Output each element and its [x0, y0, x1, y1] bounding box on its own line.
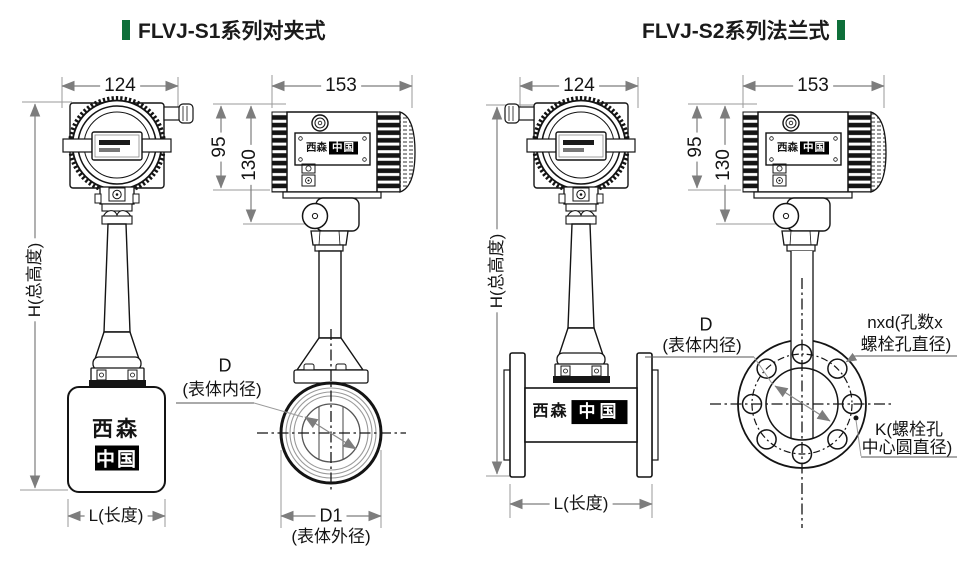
- s2-label-k-line1: K(螺栓孔: [875, 420, 943, 440]
- title-s1-text: FLVJ-S1系列对夹式: [138, 20, 326, 43]
- s2-nameplate-logo-plain: 西森: [777, 141, 798, 154]
- s2-dim-95: 95: [685, 132, 706, 162]
- s2-label-nxd-line1: nxd(孔数x: [867, 313, 943, 333]
- green-bar-icon: [122, 20, 130, 40]
- s1-label-d: D: [218, 355, 232, 376]
- s2-label-nxd-line2: 螺栓孔直径): [860, 335, 952, 355]
- s1-body-logo-plain: 西森: [92, 416, 140, 441]
- title-s2-text: FLVJ-S2系列法兰式: [642, 20, 830, 43]
- s1-length-dim: L(长度): [84, 507, 148, 525]
- s2-length-dim: L(长度): [549, 495, 613, 513]
- s2-display-window: [555, 131, 607, 161]
- s1-dim-95: 95: [209, 132, 230, 162]
- s2-label-d-sub: (表体内径): [662, 336, 742, 356]
- s2-front-width-dim: 124: [559, 76, 599, 96]
- s2-label-d: D: [699, 314, 713, 335]
- s1-dim-130: 130: [239, 145, 260, 185]
- s1-total-height-dim: H(总高度): [25, 238, 44, 322]
- title-s1-series: FLVJ-S1系列对夹式: [122, 15, 325, 45]
- s1-wafer-body: [67, 386, 166, 493]
- s1-label-d-sub: (表体内径): [182, 380, 262, 400]
- s1-side-device: [176, 111, 416, 493]
- s2-nameplate-logo-boxed: 中国: [800, 141, 829, 155]
- s2-pipe-logo-boxed: 中国: [571, 400, 628, 424]
- s1-nameplate-logo-boxed: 中国: [329, 141, 358, 155]
- s1-label-d1: D1: [315, 506, 347, 526]
- s2-side-width-dim: 153: [793, 76, 833, 96]
- s1-display-window: [91, 131, 143, 161]
- s2-label-k-line2: 中心圆直径): [861, 438, 953, 458]
- s1-label-d1-sub: (表体外径): [291, 527, 371, 547]
- s1-nameplate-logo-plain: 西森: [306, 141, 327, 154]
- s2-total-height-dim: H(总高度): [487, 229, 506, 313]
- s2-side-device: [645, 111, 957, 528]
- s1-nameplate-logo: 西森 中国: [306, 141, 358, 155]
- green-bar-icon: [837, 20, 846, 40]
- s2-right-flange: [636, 352, 653, 478]
- s1-body-logo-boxed: 中国: [95, 445, 139, 471]
- s2-dim-130: 130: [713, 145, 734, 185]
- s1-side-width-dim: 153: [321, 76, 361, 96]
- s2-pipe-logo: 西森 中国: [532, 400, 628, 424]
- s1-front-width-dim: 124: [100, 76, 140, 96]
- s1-front-device: [62, 96, 194, 493]
- s2-front-device: [503, 96, 659, 478]
- title-s2-series: FLVJ-S2系列法兰式: [642, 15, 846, 45]
- s2-pipe-logo-plain: 西森: [532, 402, 569, 420]
- s2-nameplate-logo: 西森 中国: [777, 141, 829, 155]
- s2-left-flange: [509, 352, 526, 478]
